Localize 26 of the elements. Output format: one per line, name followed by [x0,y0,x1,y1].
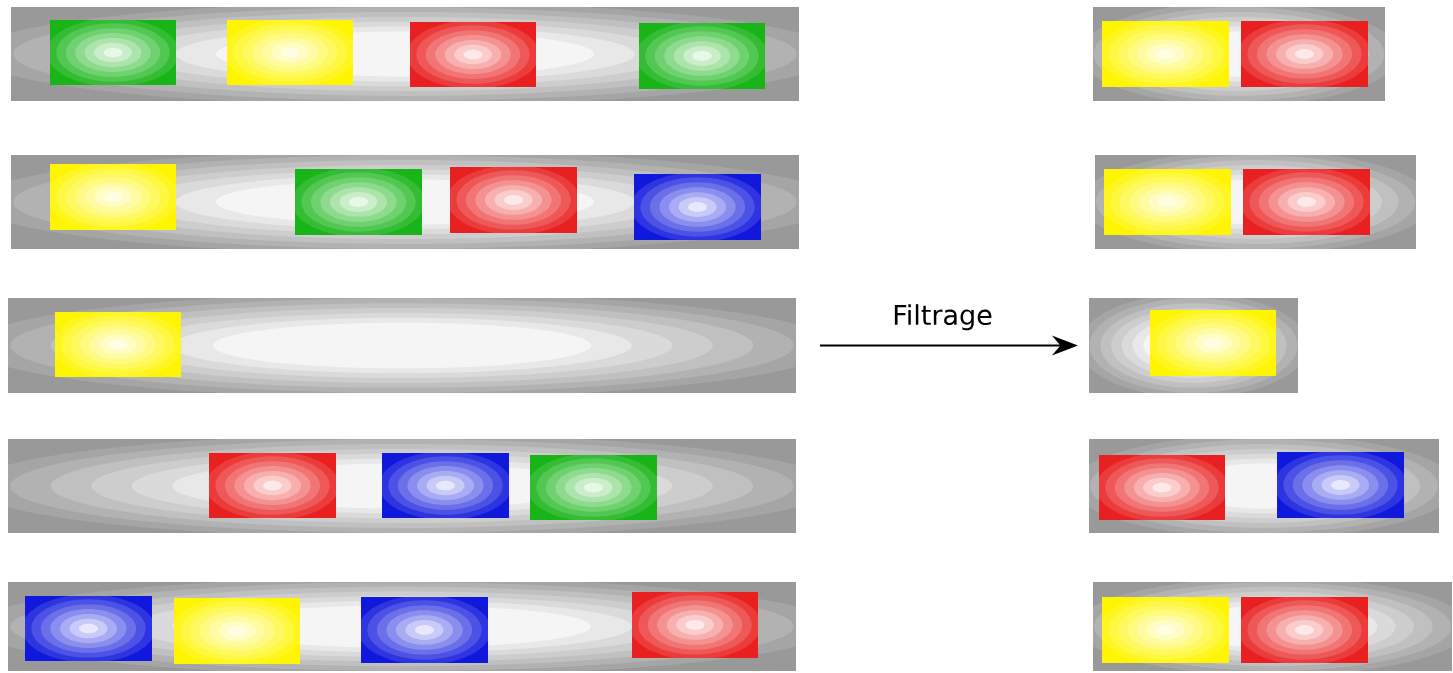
colored-block [1099,455,1225,520]
colored-block [1104,169,1231,235]
colored-block [295,169,422,235]
colored-block [1150,310,1276,376]
edge-label: Filtrage [894,304,992,331]
colored-block [639,23,765,89]
colored-block [50,164,176,230]
colored-block [410,22,536,87]
colored-block [1102,21,1229,87]
colored-block [1243,169,1370,235]
colored-block [227,20,353,85]
colored-block [174,598,300,664]
colored-block [55,312,181,377]
colored-block [382,453,509,518]
colored-block [25,596,152,661]
colored-block [1277,452,1404,518]
colored-block [530,455,657,520]
colored-block [450,167,577,233]
colored-block [50,20,176,85]
colored-block [1241,21,1368,87]
colored-block [361,597,488,663]
colored-block [209,453,336,518]
colored-block [632,592,758,658]
colored-block [1102,597,1229,663]
colored-block [634,174,761,240]
colored-block [1241,597,1368,663]
